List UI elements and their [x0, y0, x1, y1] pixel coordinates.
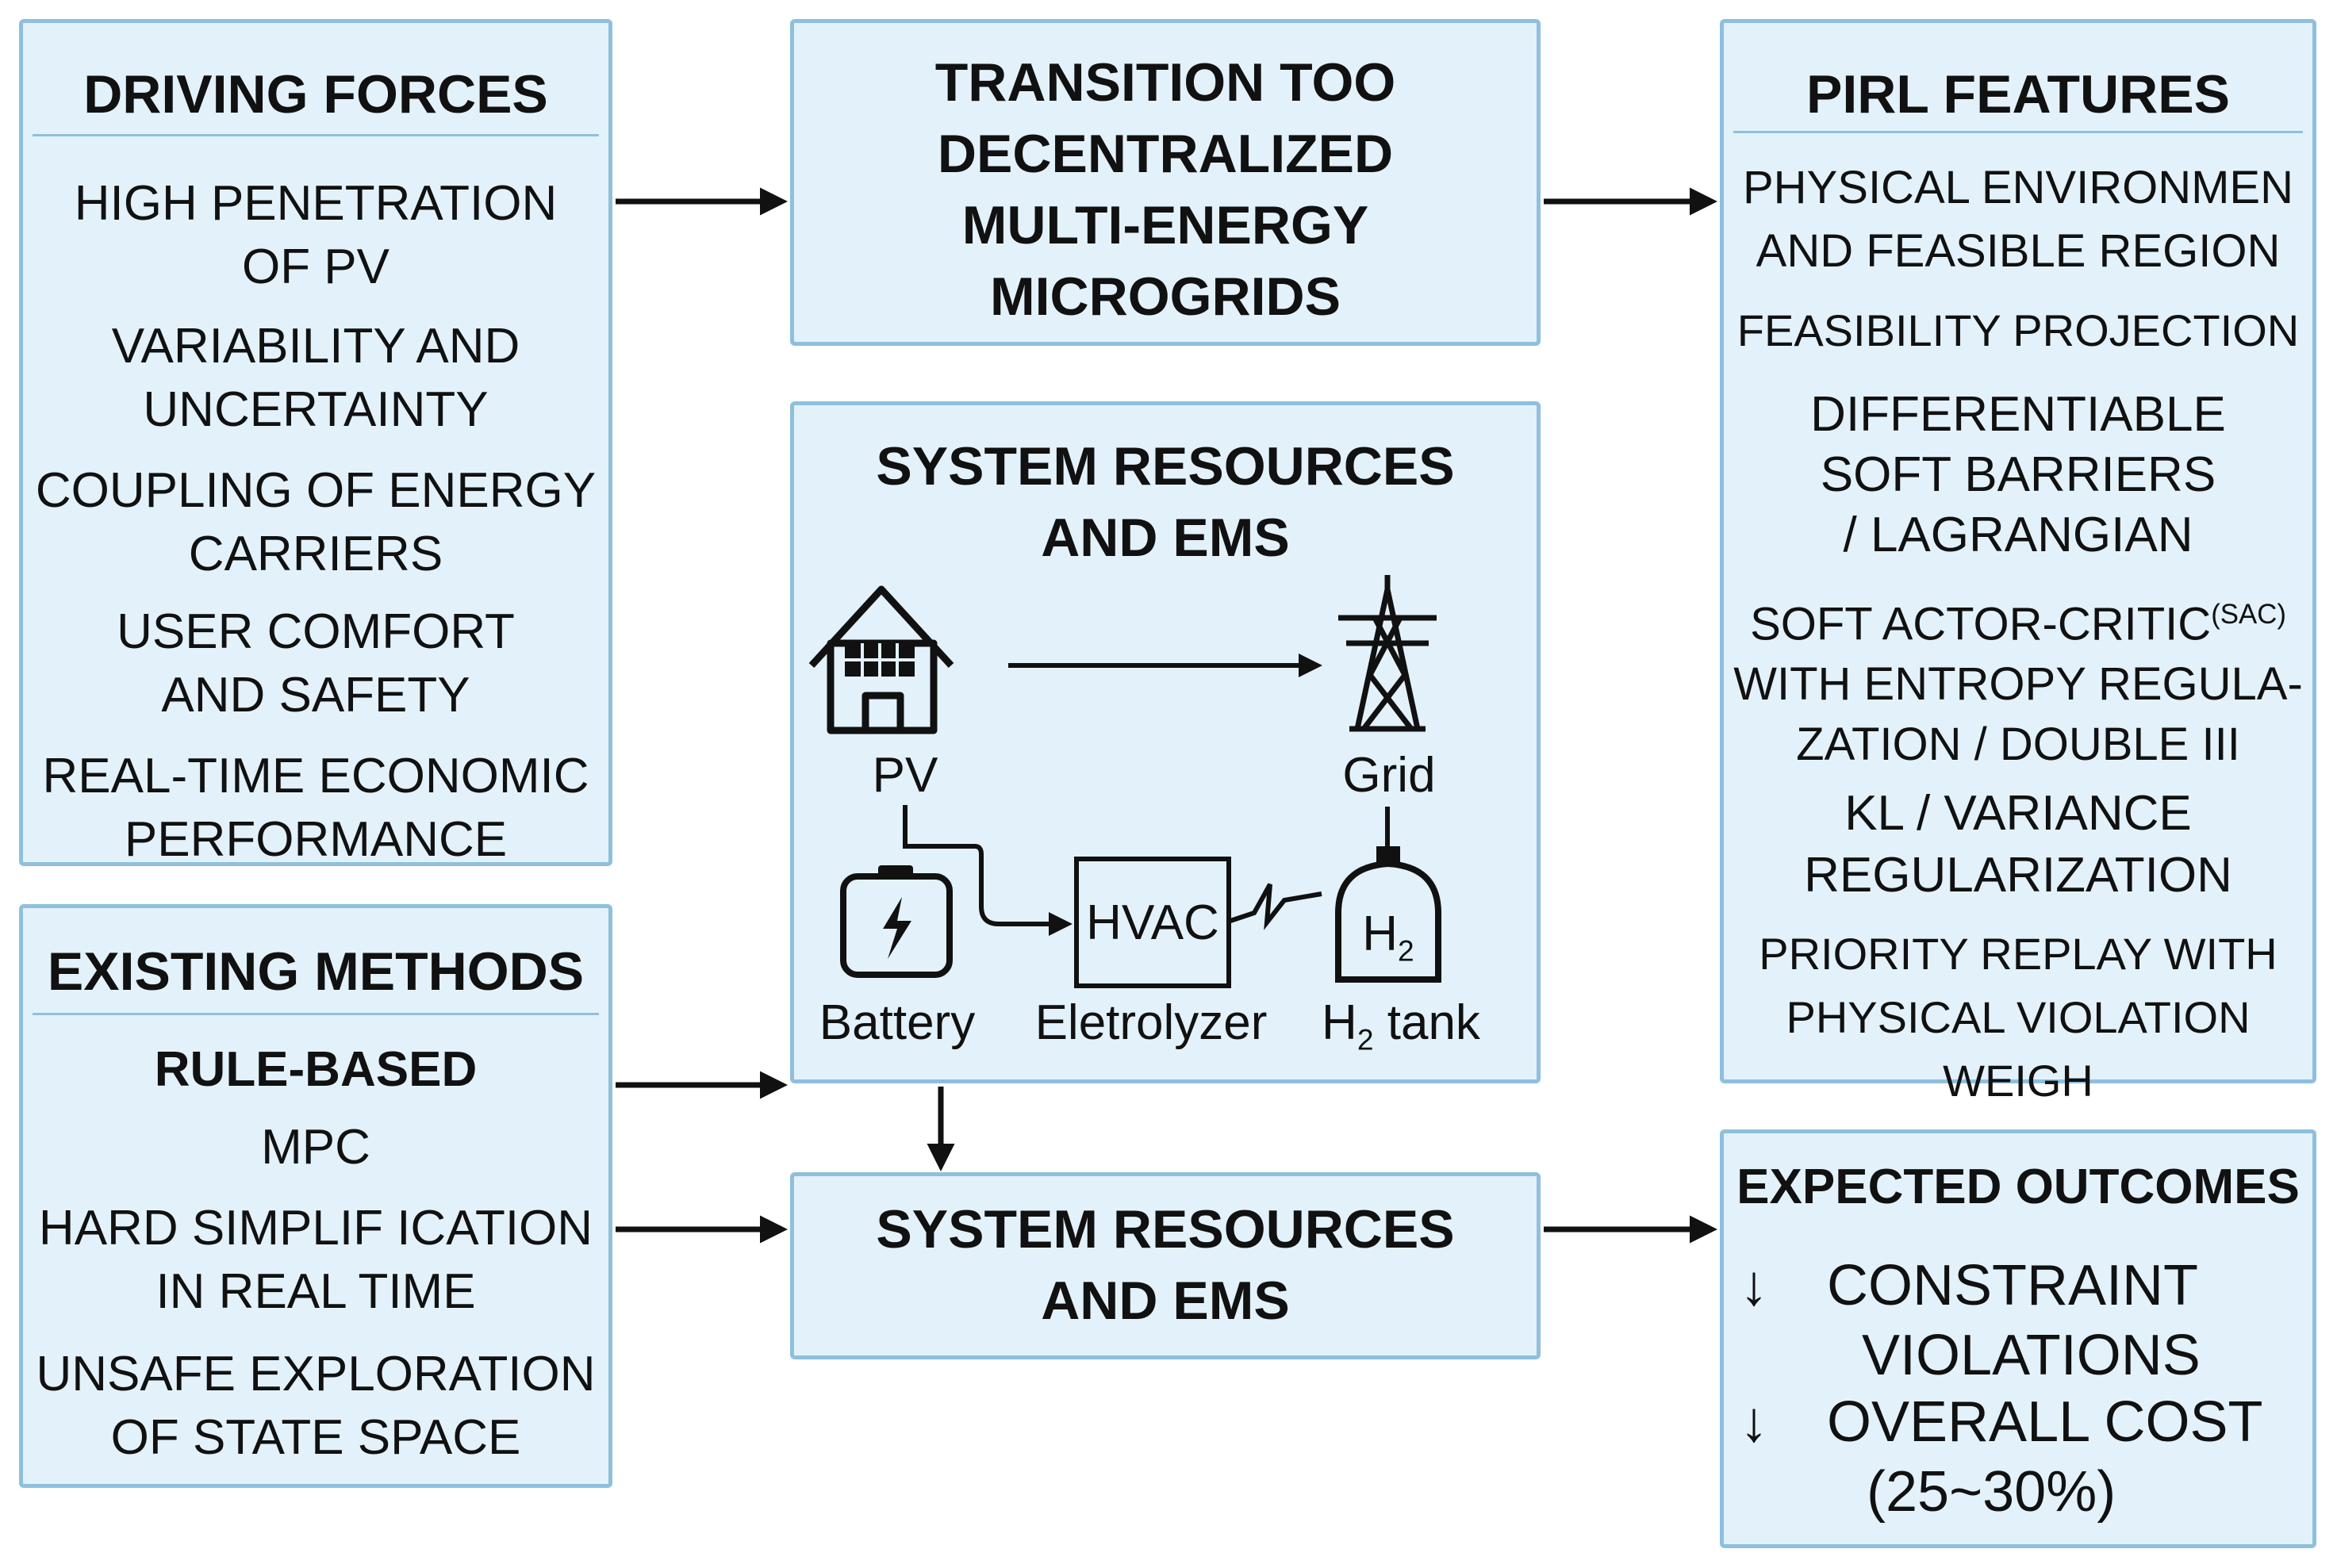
hvac-tank-link	[1230, 883, 1322, 930]
h2-tank-label: H2 tank	[1322, 995, 1480, 1056]
transition-box: TRANSITION TOO DECENTRALIZED MULTI-ENERG…	[790, 19, 1541, 346]
hvac-label: HVAC	[1086, 895, 1219, 950]
system-resources-bottom-title: SYSTEM RESOURCES AND EMS	[876, 1199, 1455, 1331]
existing-method-2: MPC	[261, 1120, 370, 1175]
down-arrow-icon: ↓	[1740, 1254, 1768, 1317]
battery-icon	[840, 865, 953, 978]
down-arrow-icon: ↓	[1740, 1390, 1768, 1454]
outcome-1: ↓ CONSTRAINT VIOLATIONS	[1740, 1251, 2293, 1390]
driving-forces-divider	[33, 134, 599, 136]
hvac-box	[1074, 857, 1231, 988]
pv-label: PV	[872, 748, 938, 803]
existing-methods-divider	[33, 1013, 599, 1015]
existing-methods-box: EXISTING METHODS RULE-BASED MPC HARD SIM…	[19, 904, 612, 1488]
system-resources-title: SYSTEM RESOURCES AND EMS	[876, 436, 1455, 568]
driving-forces-title: DRIVING FORCES	[83, 64, 548, 125]
system-resources-bottom-box: SYSTEM RESOURCES AND EMS	[790, 1172, 1541, 1359]
grid-label: Grid	[1342, 748, 1436, 803]
pirl-features-title: PIRL FEATURES	[1806, 64, 2230, 125]
transition-title: TRANSITION TOO DECENTRALIZED MULTI-ENERG…	[934, 52, 1396, 327]
existing-method-1: RULE-BASED	[154, 1042, 478, 1097]
expected-outcomes-box: EXPECTED OUTCOMES ↓ CONSTRAINT VIOLATION…	[1720, 1129, 2316, 1548]
existing-methods-title: EXISTING METHODS	[47, 941, 585, 1002]
outcome-2: ↓ OVERALL COST (25~30%)	[1740, 1387, 2293, 1527]
electrolyzer-label: Eletrolyzer	[1034, 995, 1268, 1050]
pirl-feature-4: SOFT ACTOR-CRITIC(SAC) WITH ENTROPY REGU…	[1733, 598, 2303, 771]
expected-outcomes-title: EXPECTED OUTCOMES	[1736, 1160, 2300, 1214]
pirl-feature-2: FEASIBILITY PROJECTION	[1736, 305, 2300, 355]
h2-tank-icon	[1335, 846, 1441, 983]
transmission-tower-icon	[1338, 575, 1437, 732]
pirl-features-divider	[1733, 131, 2303, 133]
h2-label: H2	[1362, 907, 1414, 968]
pv-to-hvac-arrow	[974, 844, 1073, 936]
system-resources-diagram	[808, 575, 1441, 988]
system-resources-box: SYSTEM RESOURCES AND EMS	[790, 401, 1541, 1083]
house-solar-icon	[808, 585, 954, 734]
battery-label: Battery	[819, 995, 976, 1050]
